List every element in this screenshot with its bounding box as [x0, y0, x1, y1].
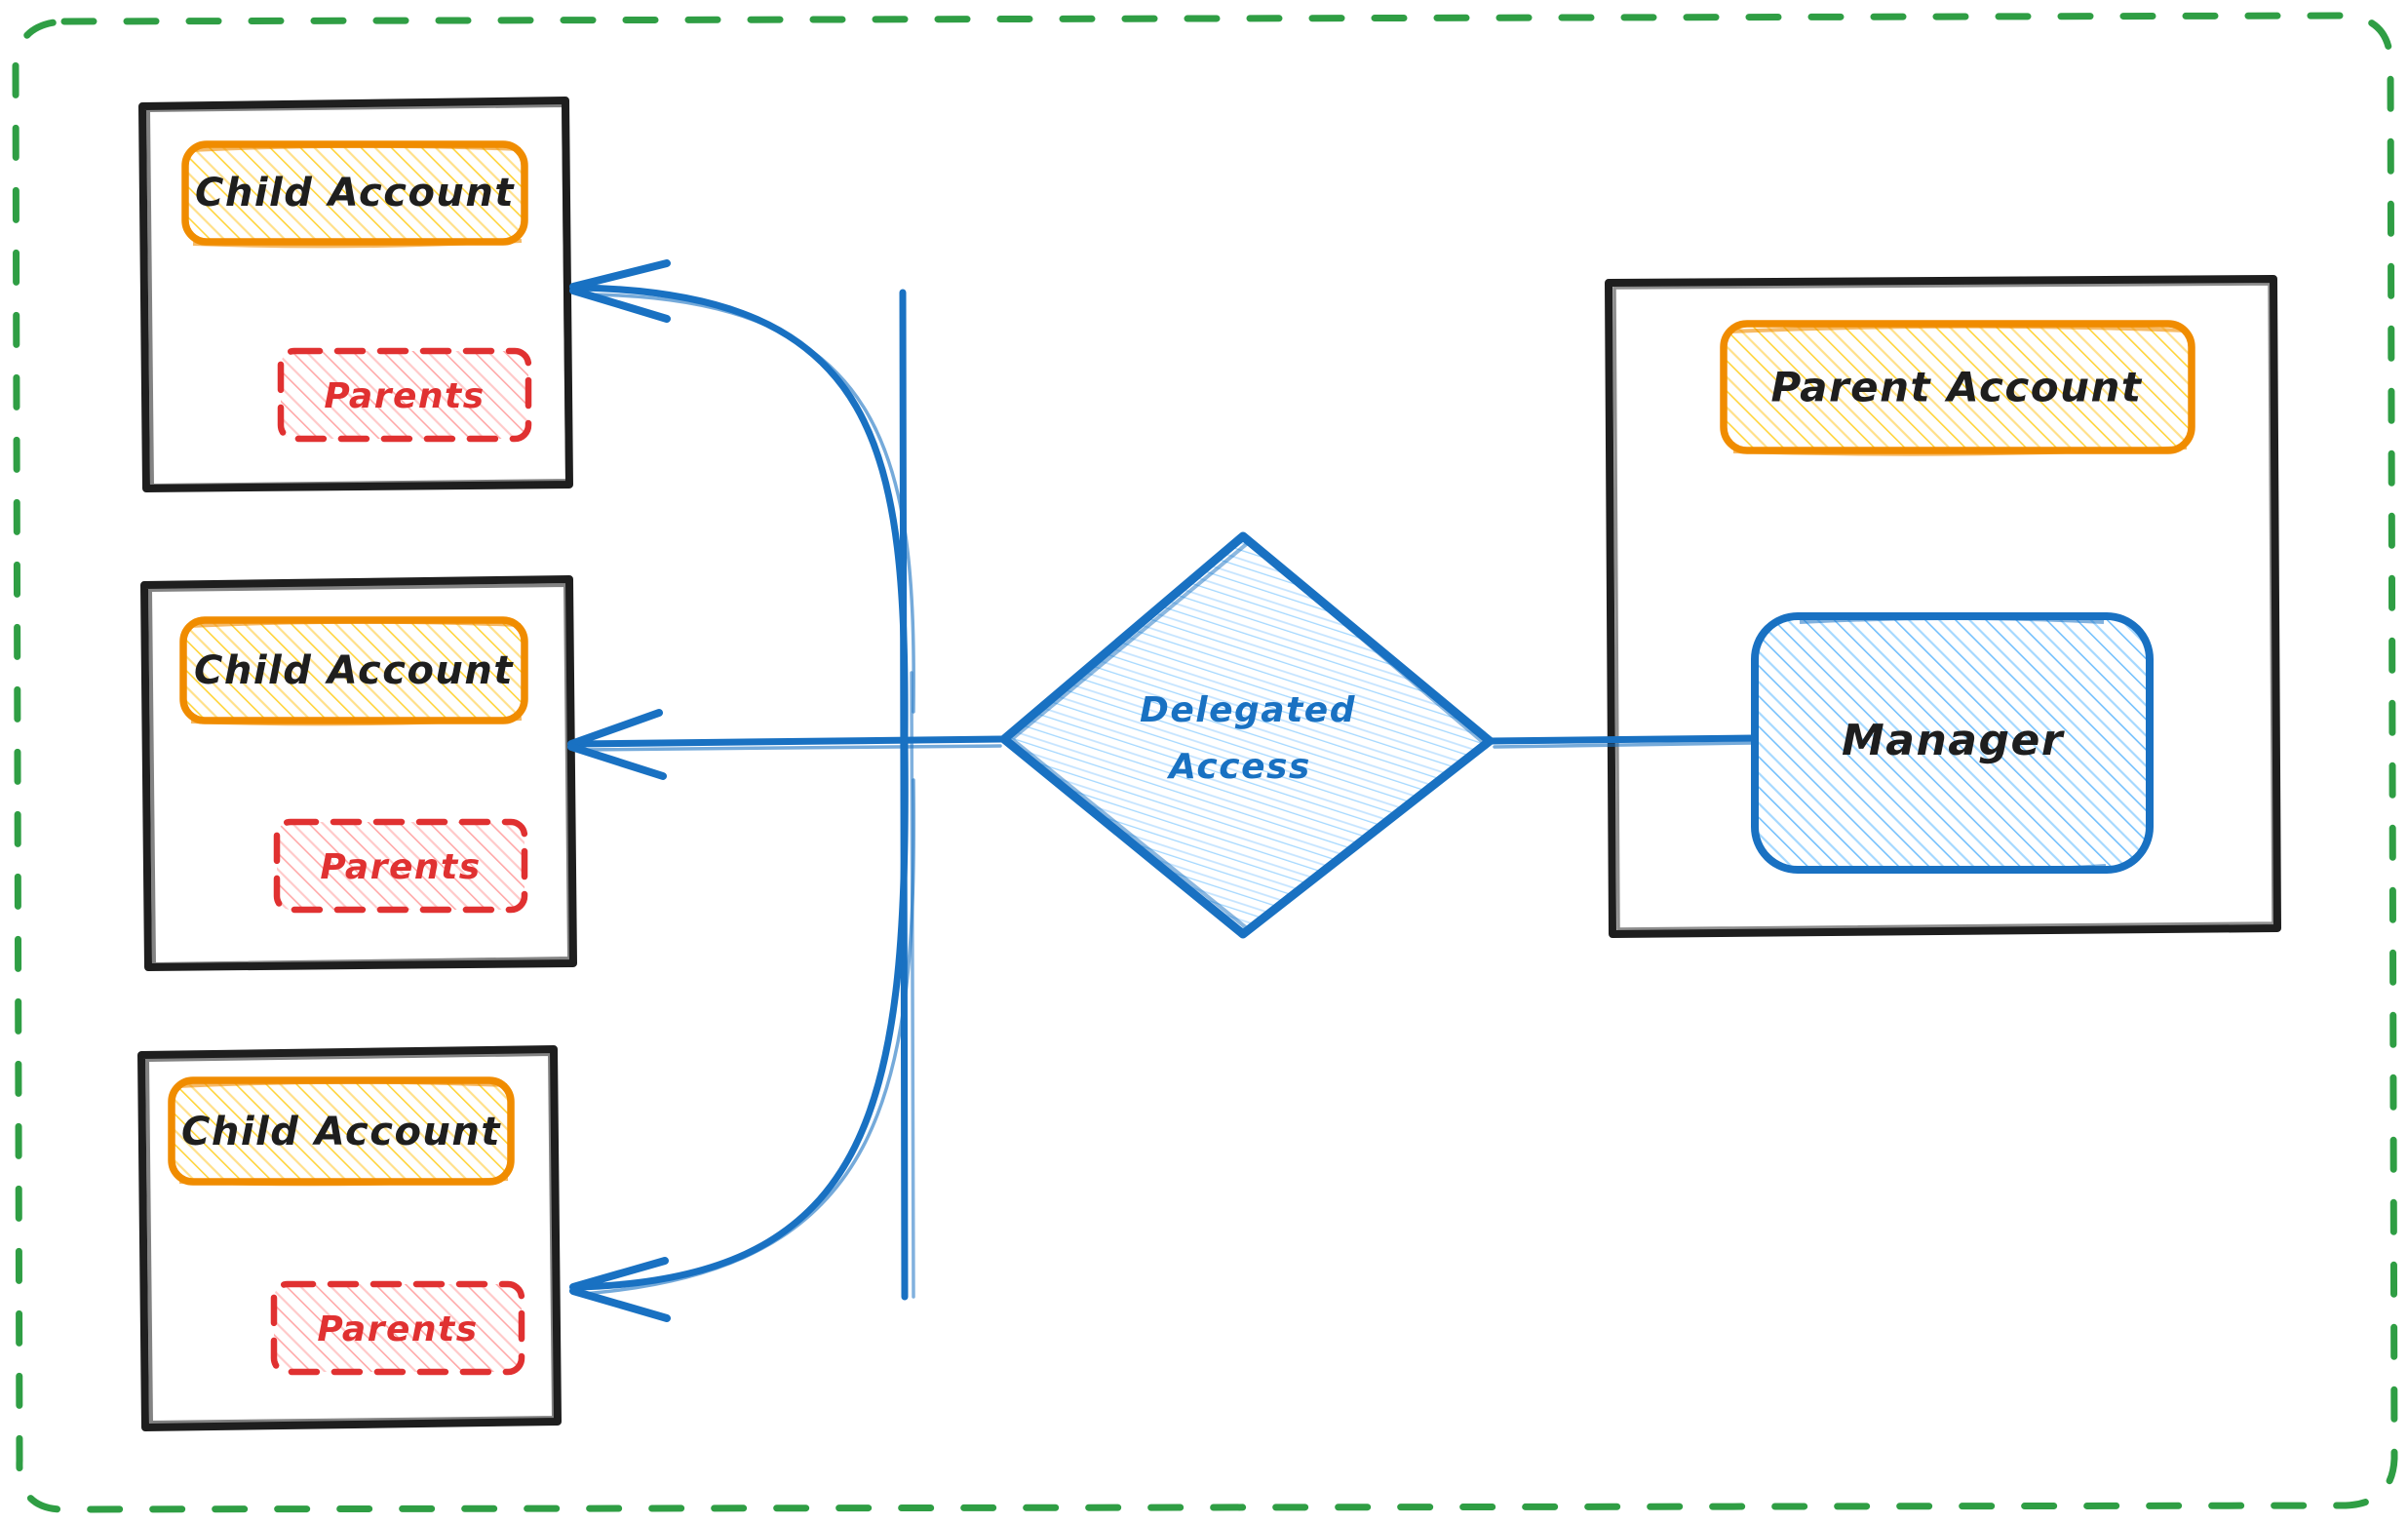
child-account-label-1: Child Account — [195, 171, 515, 215]
parents-label-1: Parents — [324, 376, 485, 416]
manager-chip[interactable]: Manager — [1751, 612, 2154, 874]
parents-label-3: Parents — [317, 1309, 478, 1349]
parent-container[interactable]: Parent Account Manager — [1605, 275, 2281, 938]
connector-delegated-to-child-1 — [569, 259, 915, 745]
outer-boundary — [12, 12, 2398, 1513]
connector-delegated-to-child-2 — [567, 709, 1006, 780]
child-container-1[interactable]: Child Account Parents — [138, 97, 573, 492]
child-account-label-3: Child Account — [181, 1110, 501, 1154]
child-account-chip-3[interactable]: Child Account — [168, 1076, 515, 1187]
connector-delegated-to-child-3 — [569, 737, 916, 1322]
parents-chip-2[interactable]: Parents — [273, 818, 528, 914]
child-account-chip-2[interactable]: Child Account — [179, 616, 528, 726]
child-container-3[interactable]: Child Account Parents — [137, 1045, 562, 1431]
child-account-label-2: Child Account — [194, 648, 514, 693]
parent-account-chip[interactable]: Parent Account — [1720, 320, 2195, 456]
parents-chip-1[interactable]: Parents — [277, 347, 532, 443]
delegated-access-label-line1: Delegated — [1140, 690, 1356, 730]
manager-label: Manager — [1842, 716, 2065, 765]
connector-manager-to-delegated — [1487, 734, 1758, 749]
parent-account-label: Parent Account — [1771, 364, 2143, 411]
child-container-2[interactable]: Child Account Parents — [140, 575, 577, 971]
delegated-access-node[interactable]: Delegated Access — [999, 531, 1495, 939]
delegated-access-label-line2: Access — [1166, 747, 1311, 787]
child-account-chip-1[interactable]: Child Account — [181, 140, 528, 249]
parents-chip-3[interactable]: Parents — [270, 1280, 525, 1376]
parents-label-2: Parents — [320, 847, 481, 887]
